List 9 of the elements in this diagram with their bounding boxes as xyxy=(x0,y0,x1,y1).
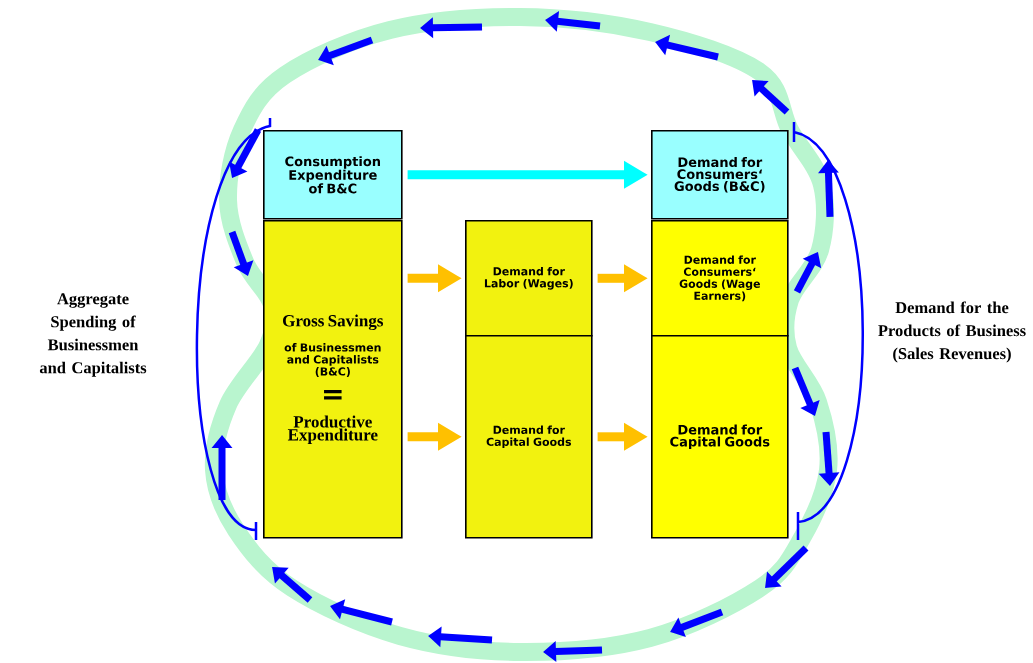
flow-box: Demand for Capital Goods xyxy=(651,335,789,539)
flow-box: Demand for Labor (Wages) xyxy=(465,220,593,337)
flow-box: Demand for Capital Goods xyxy=(465,335,593,539)
side-label: Demand for the Products of Business (Sales Revenues) xyxy=(878,301,1026,363)
flow-box: Gross Savings of Businessmen and Capitalists (B&C) = Productive Expenditure xyxy=(263,220,403,539)
flow-box: Consumption Expenditure of B&C xyxy=(263,130,403,220)
side-label: Aggregate Spending of Businessmen and Capitalists xyxy=(39,293,147,377)
flow-box: Demand for Consumers‘ Goods (B&C) xyxy=(651,130,789,220)
flow-box: Demand for Consumers‘ Goods (Wage Earners) xyxy=(651,220,789,337)
